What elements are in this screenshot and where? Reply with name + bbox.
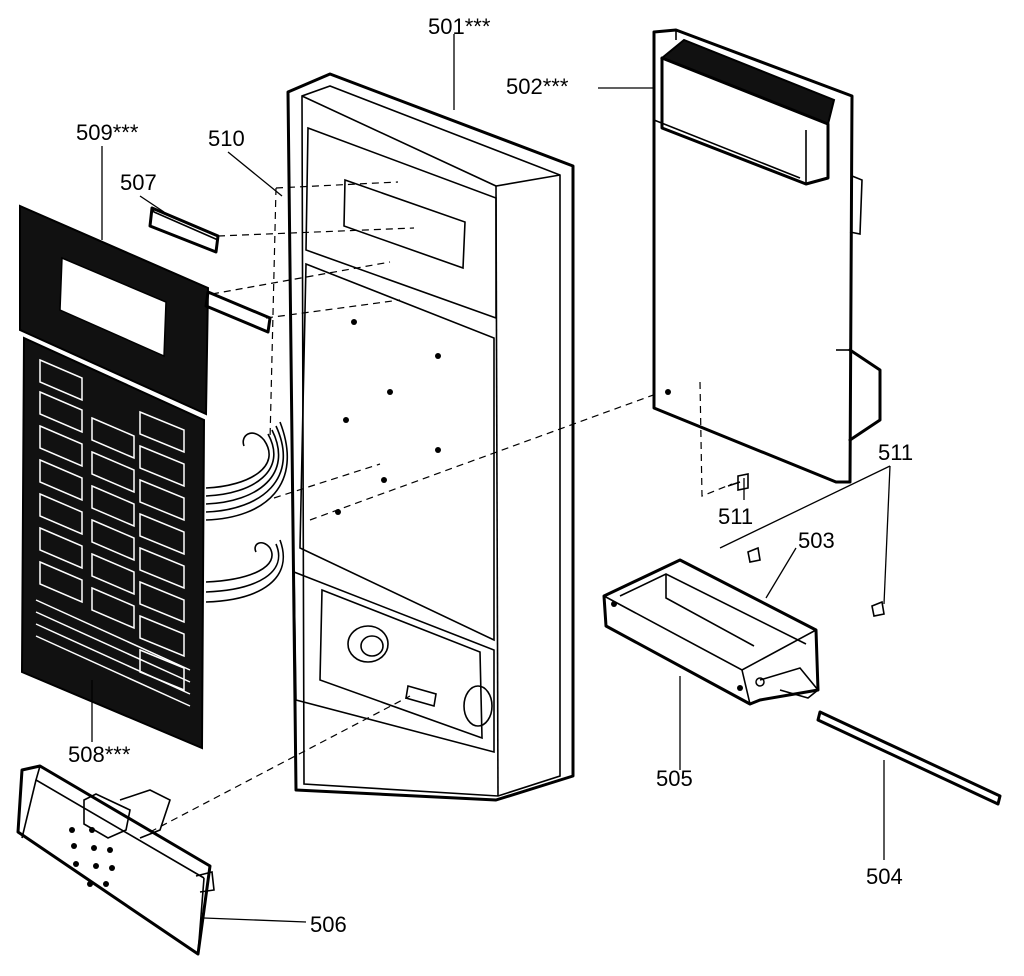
label-508: 508*** bbox=[68, 742, 131, 767]
label-503: 503 bbox=[798, 528, 835, 553]
part-507-lens-strip bbox=[148, 206, 220, 254]
part-labels: 501*** 502*** 503 504 505 506 507 508***… bbox=[68, 14, 913, 937]
assembly-lines bbox=[149, 181, 733, 833]
label-511-left: 511 bbox=[718, 504, 753, 529]
part-508-keypad-membrane bbox=[20, 336, 289, 750]
leader-lines bbox=[91, 34, 891, 923]
label-505: 505 bbox=[656, 766, 693, 791]
screw-holes bbox=[335, 319, 441, 515]
label-510: 510 bbox=[208, 126, 245, 151]
button-dots bbox=[69, 827, 115, 887]
label-501: 501*** bbox=[428, 14, 491, 39]
part-501-control-panel-frame bbox=[286, 72, 575, 802]
keypad-buttons bbox=[35, 358, 191, 707]
part-506-release-button bbox=[16, 764, 215, 956]
part-511-screws bbox=[727, 473, 885, 617]
part-509-display-overlay bbox=[19, 204, 210, 416]
label-507: 507 bbox=[120, 170, 157, 195]
part-504-rod bbox=[816, 710, 1002, 806]
label-504: 504 bbox=[866, 864, 903, 889]
label-511-right: 511 bbox=[878, 440, 913, 465]
part-502-circuit-board bbox=[652, 28, 882, 484]
label-502: 502*** bbox=[506, 74, 569, 99]
label-509: 509*** bbox=[76, 120, 139, 145]
label-506: 506 bbox=[310, 912, 347, 937]
part-503-505-switch-bracket bbox=[602, 558, 820, 706]
part-510-strip bbox=[204, 290, 272, 334]
